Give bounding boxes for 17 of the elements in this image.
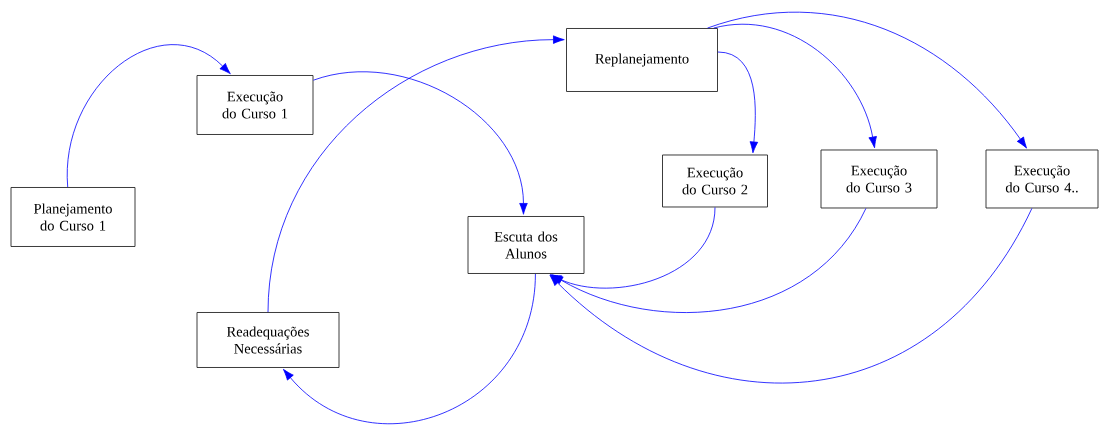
process-box: Execução do Curso 4..	[985, 149, 1099, 209]
arrow	[707, 11, 1028, 149]
arrow	[713, 24, 877, 149]
arrow	[549, 208, 1033, 384]
process-box: Escuta dos Alunos	[467, 216, 585, 274]
arrow	[283, 273, 536, 425]
process-box: Replanejamento	[566, 28, 718, 92]
process-box: Execução do Curso 2	[662, 154, 768, 208]
process-box: Execução do Curso 3	[820, 149, 938, 209]
arrow	[67, 44, 231, 188]
process-box: Planejamento do Curso 1	[10, 187, 136, 247]
arrow	[267, 35, 565, 313]
process-box: Execução do Curso 1	[196, 75, 314, 135]
arrow	[717, 51, 759, 154]
arrow	[551, 208, 867, 313]
process-box: Readequações Necessárias	[196, 312, 340, 368]
arrow	[313, 71, 528, 215]
